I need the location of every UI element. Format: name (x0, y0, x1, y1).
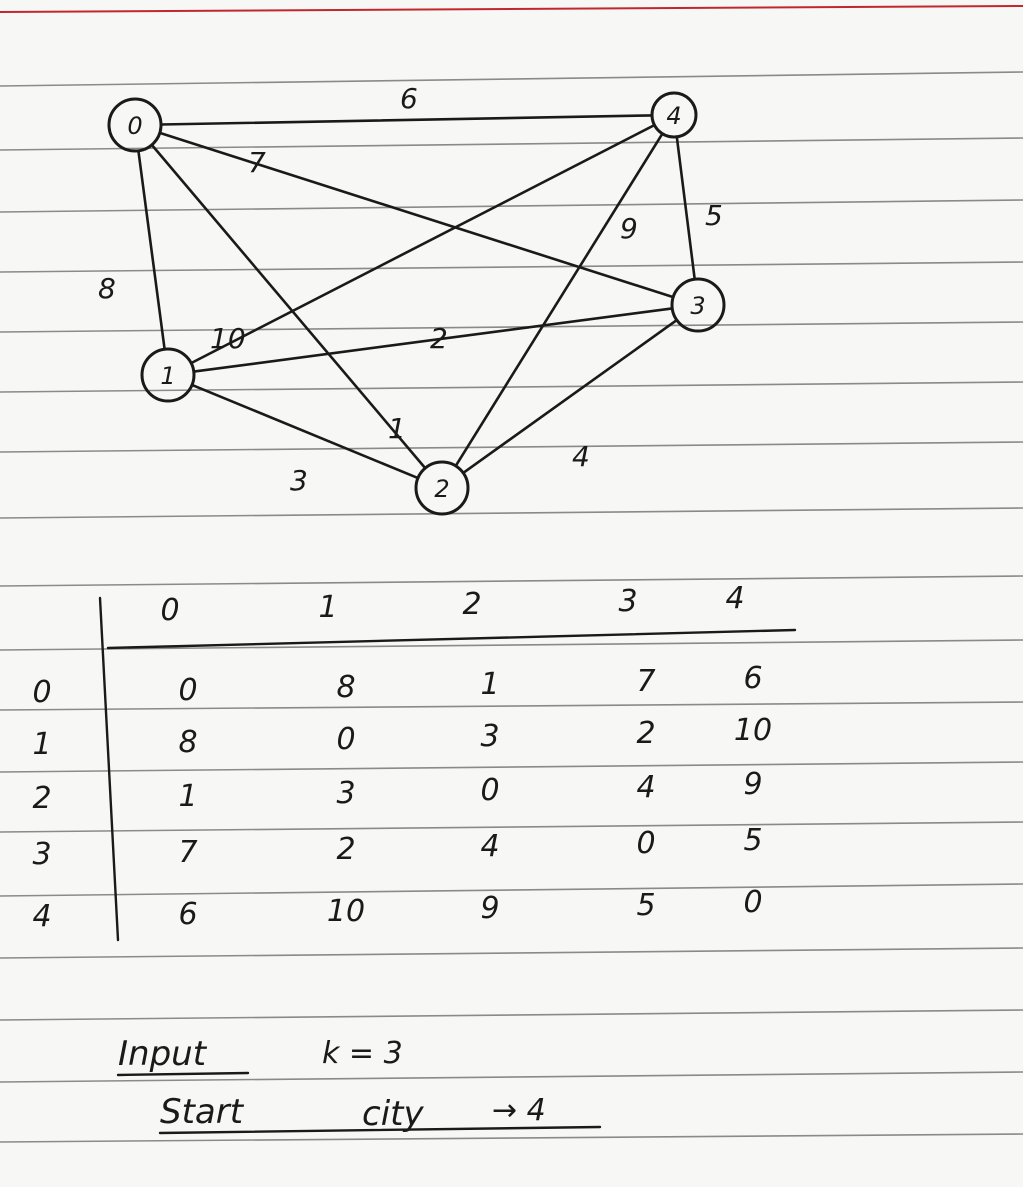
matrix-cell: 5 (636, 888, 655, 923)
matrix-cell: 1 (178, 779, 197, 814)
node-4-circle (650, 91, 698, 139)
matrix-col-header: 0 (160, 593, 179, 628)
input-underline (116, 1071, 250, 1077)
rule-line (0, 1133, 1023, 1143)
rule-line (0, 1071, 1023, 1083)
edge-weight-0-3: 7 (248, 146, 266, 179)
input-notes: Input k = 3 Start city → 4 (116, 1034, 602, 1135)
matrix-header-underline (106, 628, 797, 650)
matrix-row-header: 1 (32, 727, 51, 762)
matrix-col-header: 2 (462, 587, 481, 622)
matrix-col-header: 3 (618, 584, 637, 619)
matrix-cell: 4 (480, 829, 499, 864)
rule-line (0, 381, 1023, 393)
matrix-col-header: 1 (318, 590, 337, 625)
rule-line (0, 761, 1023, 773)
edge-4-3 (675, 135, 697, 281)
node-2-label: 2 (434, 475, 449, 503)
node-0-label: 0 (127, 112, 142, 140)
edge-weight-0-2: 1 (388, 412, 406, 445)
edge-0-4 (159, 114, 654, 126)
edge-1-3 (192, 307, 674, 373)
matrix-cell: 0 (336, 722, 355, 757)
rule-line (0, 261, 1023, 273)
start-city-underline (158, 1125, 602, 1135)
matrix-cell: 2 (636, 716, 655, 751)
matrix-cell: 0 (636, 826, 655, 861)
edge-1-4 (189, 123, 656, 365)
rule-line (0, 821, 1023, 833)
rule-line (0, 441, 1023, 453)
edge-weight-2-3: 4 (572, 440, 590, 473)
edge-weight-2-4: 9 (620, 212, 638, 245)
matrix-cell: 4 (636, 770, 655, 805)
rule-line (0, 199, 1023, 213)
matrix-cell: 3 (480, 719, 499, 754)
matrix-vertical-divider (98, 596, 120, 942)
start-label: Start (160, 1092, 245, 1132)
rule-line (0, 507, 1023, 519)
edge-1-2 (190, 383, 420, 480)
rule-line (0, 947, 1023, 959)
matrix-cell: 0 (480, 773, 499, 808)
matrix-cell: 7 (178, 835, 197, 870)
edge-0-3 (158, 131, 675, 299)
rule-line (0, 321, 1023, 333)
node-4-label: 4 (666, 102, 681, 130)
matrix-row-header: 0 (32, 675, 51, 710)
rule-line (0, 71, 1023, 87)
edge-0-1 (137, 149, 166, 351)
matrix-cell: 9 (743, 767, 762, 802)
edge-2-4 (454, 132, 664, 468)
matrix-cell: 0 (743, 885, 762, 920)
rule-line (0, 1009, 1023, 1021)
matrix-cell: 10 (327, 894, 365, 929)
rule-line (0, 883, 1023, 897)
edge-0-2 (150, 143, 427, 470)
matrix-cell: 8 (178, 725, 197, 760)
edge-2-3 (461, 318, 679, 475)
input-label: Input (118, 1034, 208, 1074)
matrix-cell: 1 (480, 667, 499, 702)
edge-weight-0-4: 6 (400, 82, 418, 115)
top-margin-line (0, 5, 1023, 13)
node-1-circle (140, 347, 196, 403)
rule-line (0, 639, 1023, 651)
edge-weight-0-1: 8 (98, 272, 116, 305)
node-1-label: 1 (160, 362, 175, 390)
start-value: → 4 (492, 1093, 546, 1128)
matrix-row-header: 3 (32, 837, 51, 872)
node-0-circle (107, 97, 163, 153)
rule-line (0, 575, 1023, 587)
graph-diagram: 6 7 8 1 10 2 3 9 4 5 0 1 2 3 4 (98, 82, 726, 516)
edge-weight-1-4: 10 (210, 322, 246, 355)
matrix-cell: 2 (336, 832, 355, 867)
matrix-col-header: 4 (725, 581, 744, 616)
matrix-cell: 0 (178, 673, 197, 708)
node-3-label: 3 (690, 292, 705, 320)
rule-line (0, 137, 1023, 151)
matrix-row-header: 2 (32, 781, 51, 816)
edge-weight-1-2: 3 (290, 464, 308, 497)
node-3-circle (670, 277, 726, 333)
matrix-cell: 5 (743, 823, 762, 858)
matrix-cell: 3 (336, 776, 355, 811)
matrix-cell: 6 (743, 661, 762, 696)
node-2-circle (414, 460, 470, 516)
matrix-cell: 9 (480, 891, 499, 926)
matrix-row-header: 4 (32, 899, 51, 934)
distance-matrix: 0 1 2 3 4 0 1 2 3 4 0 8 1 7 6 8 0 3 2 10 1 3 0 4 9 7 2 4 0 5 6 10 9 5 0 (32, 581, 797, 942)
k-value: k = 3 (322, 1036, 403, 1071)
matrix-cell: 6 (178, 897, 197, 932)
edge-weight-1-3: 2 (430, 322, 448, 355)
matrix-cell: 10 (734, 713, 772, 748)
matrix-cell: 7 (636, 664, 655, 699)
rule-line (0, 701, 1023, 711)
matrix-cell: 8 (336, 670, 355, 705)
city-label: city (362, 1094, 424, 1134)
edge-weight-4-3: 5 (705, 199, 723, 232)
